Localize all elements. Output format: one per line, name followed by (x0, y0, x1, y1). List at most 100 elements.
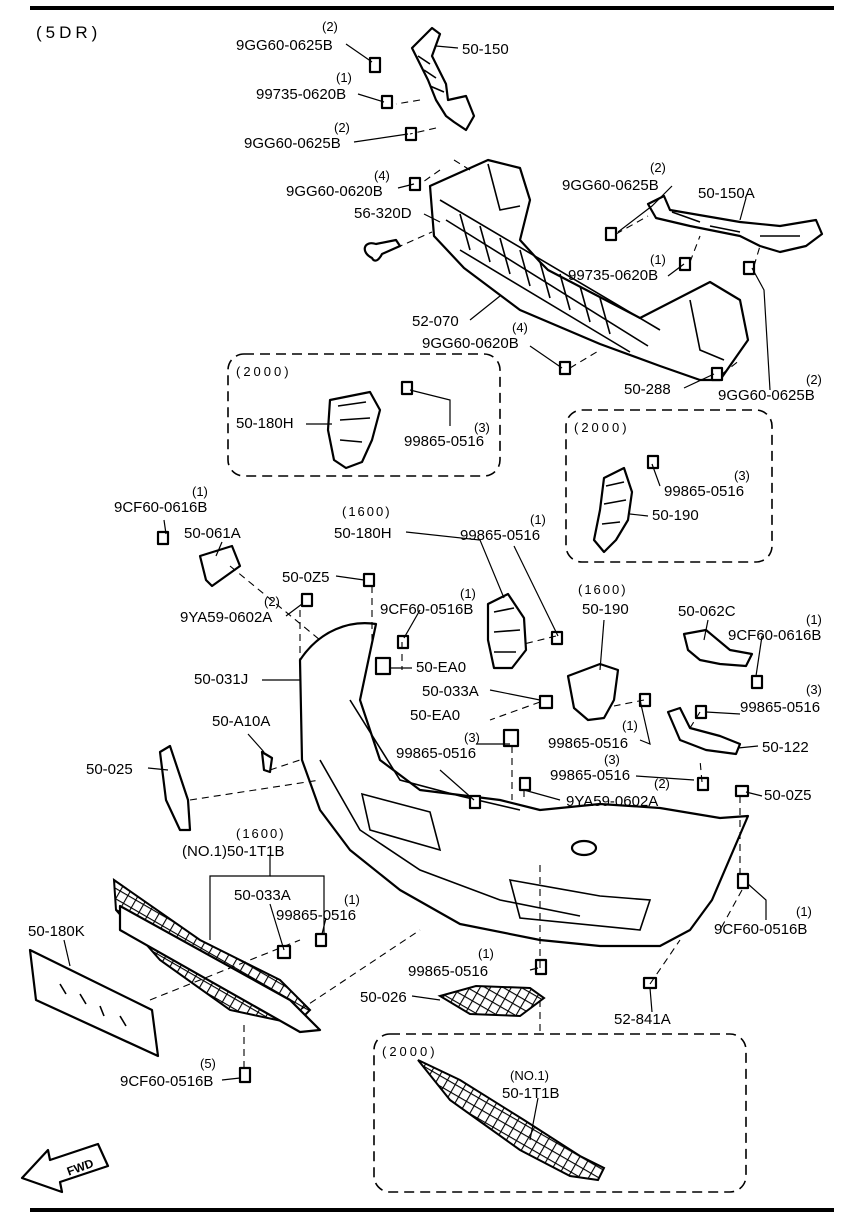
code-l05: 9GG60-0620B (286, 183, 383, 200)
code-l44: 9CF60-0516B (714, 921, 807, 938)
code-l34: 50-122 (762, 739, 809, 756)
bumper-cover-50-031j (298, 622, 750, 948)
bracket-50-150a (646, 194, 824, 254)
code-l45: 50-180K (28, 923, 85, 940)
code-l11: 9GG60-0620B (422, 335, 519, 352)
fasteners (156, 56, 764, 1084)
qty-l41: (1600) (236, 826, 286, 841)
bracket-50-062c (682, 628, 754, 668)
qty-l01: (2) (322, 19, 338, 34)
code-l31: 99865-0516 (740, 699, 820, 716)
qty-l21: (1) (530, 512, 546, 527)
code-l08: 50-150A (698, 185, 755, 202)
code-l42: 50-033A (234, 887, 291, 904)
group-label-3: (2000) (382, 1044, 438, 1059)
qty-l24: (1) (460, 586, 476, 601)
qty-l15: (3) (474, 420, 490, 435)
bumper-reinforcement-52-070 (428, 158, 750, 382)
qty-l18: (1) (192, 484, 208, 499)
code-l17: 50-190 (652, 507, 699, 524)
qty-l27: (1) (806, 612, 822, 627)
grille-50-1t1b-2000 (417, 1059, 606, 1182)
model-label: (5DR) (36, 23, 101, 42)
qty-l16: (3) (734, 468, 750, 483)
grille-50-1t1b-1600 (112, 877, 322, 1034)
code-l30: 50-033A (422, 683, 479, 700)
qty-l09: (1) (650, 252, 666, 267)
code-l22: 50-0Z5 (282, 569, 330, 586)
qty-l11: (4) (512, 320, 528, 335)
code-l36: 99865-0516 (396, 745, 476, 762)
code-l49: 9CF60-0516B (120, 1073, 213, 1090)
qty-l03: (1) (336, 70, 352, 85)
code-l14: 50-180H (236, 415, 294, 432)
code-l50: 50-1T1B (502, 1085, 560, 1102)
garnish-50-026 (437, 984, 546, 1018)
leader-lines (63, 43, 771, 1141)
bracket-50-190-1600 (566, 662, 620, 722)
code-l37: 99865-0516 (550, 767, 630, 784)
code-l02: 50-150 (462, 41, 509, 58)
group-box-50-1t1b (373, 1033, 747, 1193)
code-l28: 50-EA0 (416, 659, 466, 676)
qty-l13: (2) (806, 372, 822, 387)
code-l38: 50-025 (86, 761, 133, 778)
code-l40: 50-0Z5 (764, 787, 812, 804)
code-l12: 50-288 (624, 381, 671, 398)
clip-50-a10a (260, 750, 274, 774)
code-l20: 50-180H (334, 525, 392, 542)
group-label-2: (2000) (574, 420, 630, 435)
code-l26: 50-062C (678, 603, 736, 620)
qty-l36: (3) (464, 730, 480, 745)
qty-l07: (2) (650, 160, 666, 175)
code-l07: 9GG60-0625B (562, 177, 659, 194)
qty-l43: (1) (344, 892, 360, 907)
code-l01: 9GG60-0625B (236, 37, 333, 54)
code-l33: 99865-0516 (548, 735, 628, 752)
code-l29: 50-031J (194, 671, 248, 688)
qty-l31: (3) (806, 682, 822, 697)
tow-hook-56-320d (363, 238, 402, 262)
code-l16: 99865-0516 (664, 483, 744, 500)
qty-l20: (1600) (342, 504, 392, 519)
qty-l05: (4) (374, 168, 390, 183)
code-l15: 99865-0516 (404, 433, 484, 450)
code-l09: 99735-0620B (568, 267, 658, 284)
code-l18: 9CF60-0616B (114, 499, 207, 516)
code-l32: 50-EA0 (410, 707, 460, 724)
license-plate-50-180k (28, 948, 160, 1058)
qty-l44: (1) (796, 904, 812, 919)
fwd-arrow: FWD (20, 1142, 110, 1194)
bracket-50-122 (666, 706, 742, 756)
bracket-50-180h-2000 (326, 390, 382, 470)
code-l23: 9YA59-0602A (180, 609, 272, 626)
qty-l46: (1) (478, 946, 494, 961)
code-l47: 50-026 (360, 989, 407, 1006)
bracket-50-190-2000 (592, 466, 634, 554)
code-l39: 9YA59-0602A (566, 793, 658, 810)
bracket-50-061a (198, 544, 242, 588)
qty-l49: (5) (200, 1056, 216, 1071)
qty-l50: (NO.1) (510, 1068, 549, 1083)
qty-l39: (2) (654, 776, 670, 791)
qty-l33: (1) (622, 718, 638, 733)
group-label-1: (2000) (236, 364, 292, 379)
code-l25: 50-190 (582, 601, 629, 618)
code-l04: 9GG60-0625B (244, 135, 341, 152)
code-l21: 99865-0516 (460, 527, 540, 544)
bracket-50-180h-1600 (486, 592, 528, 670)
code-l10: 52-070 (412, 313, 459, 330)
bracket-50-150 (410, 26, 476, 132)
qty-l25: (1600) (578, 582, 628, 597)
code-l35: 50-A10A (212, 713, 270, 730)
code-l43: 99865-0516 (276, 907, 356, 924)
part-labels: (2) 9GG60-0625B 50-150 (1) 99735-0620B (… (28, 19, 822, 1102)
code-l13: 9GG60-0625B (718, 387, 815, 404)
code-l46: 99865-0516 (408, 963, 488, 980)
code-l48: 52-841A (614, 1011, 671, 1028)
code-l41: (NO.1)50-1T1B (182, 843, 285, 860)
group-box-50-190 (565, 409, 773, 563)
code-l24: 9CF60-0516B (380, 601, 473, 618)
qty-l04: (2) (334, 120, 350, 135)
